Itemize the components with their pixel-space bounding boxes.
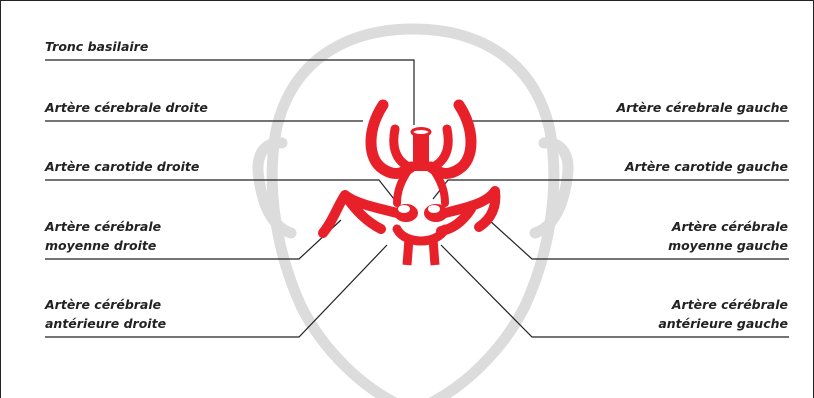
label-left-cerebral-artery: Artère cérebrale gauche: [616, 98, 788, 117]
right-inner-branch: [394, 129, 409, 167]
label-left-anterior-cerebral: Artère cérébrale antérieure gauche: [658, 295, 788, 333]
left-anterior-cerebral: [433, 239, 435, 265]
carotid-highlights: [398, 205, 440, 213]
label-left-middle-cerebral: Artère cérébrale moyenne gauche: [668, 217, 788, 255]
left-inner-branch: [433, 129, 448, 167]
label-right-middle-cerebral: Artère cérébrale moyenne droite: [45, 217, 161, 255]
basilar-trunk-top: [412, 129, 430, 136]
arteries: [323, 105, 495, 265]
label-basilar-trunk: Tronc basilaire: [45, 37, 148, 56]
label-left-carotid: Artère carotide gauche: [625, 157, 788, 176]
left-middle-cerebral: [441, 191, 495, 231]
label-right-anterior-cerebral: Artère cérébrale antérieure droite: [45, 295, 166, 333]
right-anterior-cerebral: [407, 239, 409, 265]
label-right-carotid: Artère carotide droite: [45, 157, 199, 176]
label-right-cerebral-artery: Artère cérebrale droite: [45, 98, 208, 117]
right-middle-cerebral: [323, 195, 397, 233]
